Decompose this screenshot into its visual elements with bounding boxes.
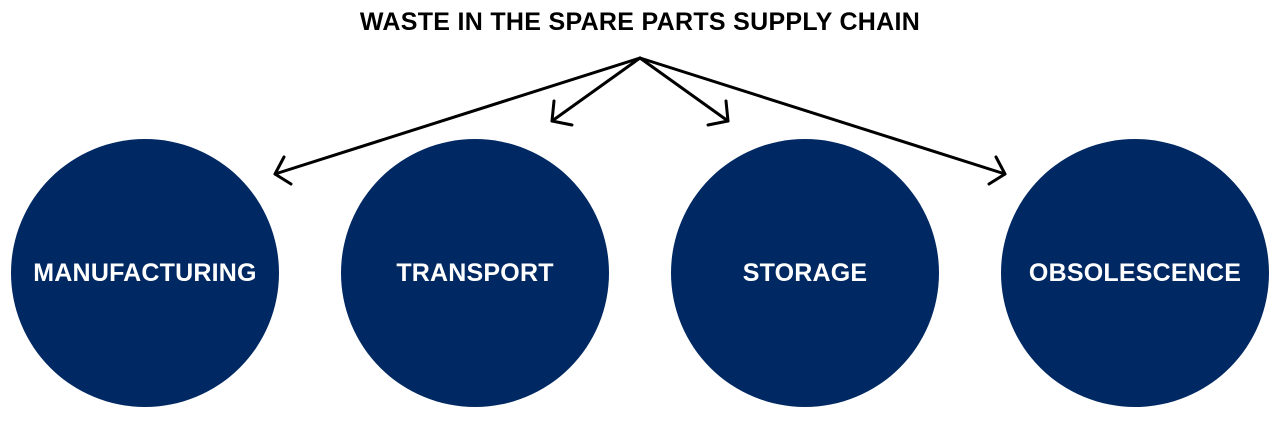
node-label: STORAGE	[742, 258, 868, 287]
node-label: TRANSPORT	[396, 258, 554, 287]
arrow-to-transport	[550, 56, 642, 127]
node-label: MANUFACTURING	[33, 258, 257, 287]
diagram-title: WASTE IN THE SPARE PARTS SUPPLY CHAIN	[359, 8, 921, 36]
node-storage: STORAGE	[671, 139, 939, 407]
arrow-to-storage	[638, 56, 730, 127]
node-manufacturing: MANUFACTURING	[11, 139, 279, 407]
arrow-to-obsolescence	[638, 56, 1007, 186]
node-obsolescence: OBSOLESCENCE	[1001, 139, 1269, 407]
node-label: OBSOLESCENCE	[1028, 258, 1242, 287]
node-transport: TRANSPORT	[341, 139, 609, 407]
arrow-to-manufacturing	[273, 56, 642, 186]
